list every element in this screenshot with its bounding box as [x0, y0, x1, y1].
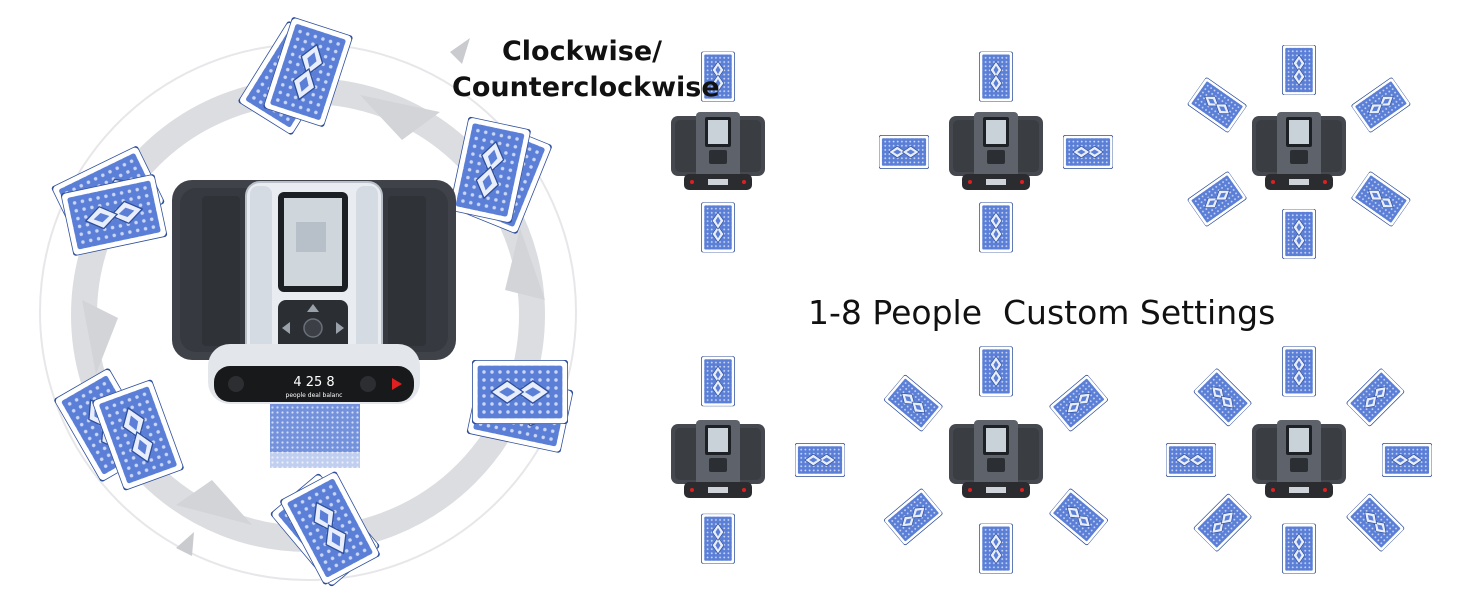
rotation-arrow-icon [450, 38, 470, 64]
card-back-icon [701, 202, 735, 253]
card-back-icon [1048, 487, 1109, 546]
card-back-icon [1382, 443, 1432, 477]
rotation-arrow-icon [176, 480, 252, 525]
card-back-icon [1282, 209, 1316, 259]
card-back-icon [1166, 443, 1216, 477]
card-dealer-device-icon [1252, 112, 1346, 190]
card-back-icon [472, 360, 568, 424]
rotation-arrow-icon [505, 228, 545, 300]
card-back-icon [1282, 346, 1316, 397]
card-back-icon [1345, 367, 1406, 428]
layout-4-players [879, 51, 1113, 253]
layout-7-players [883, 346, 1109, 574]
card-back-icon [1192, 367, 1253, 428]
card-back-icon [879, 135, 929, 169]
card-back-icon [979, 51, 1013, 102]
card-back-icon [279, 470, 381, 586]
card-back-icon [1192, 492, 1253, 553]
card-back-icon [701, 356, 735, 407]
card-back-icon [1186, 170, 1248, 228]
card-dealer-device: 4 25 8 people deal balanc [172, 180, 456, 468]
card-back-icon [883, 487, 944, 546]
layout-3-players [671, 356, 845, 564]
display-labels: people deal balanc [286, 392, 343, 399]
card-back-icon [1063, 135, 1113, 169]
layout-6-players [1186, 45, 1412, 259]
card-dealer-device-icon [1252, 420, 1346, 498]
card-dealer-device-icon [671, 420, 765, 498]
card-dealer-device-icon [671, 112, 765, 190]
arrow-right-icon [336, 322, 344, 334]
card-dealer-device-icon [949, 420, 1043, 498]
rotation-caption-line2: Counterclockwise [452, 72, 720, 103]
play-icon [392, 378, 402, 390]
card-dealer-device-icon [949, 112, 1043, 190]
card-back-icon [979, 523, 1013, 574]
card-back-icon [1345, 492, 1406, 553]
card-back-icon [1350, 170, 1412, 228]
card-back-icon [795, 443, 845, 477]
layout-8-players [1166, 346, 1432, 574]
card-back-icon [1186, 76, 1248, 134]
display-counts: 4 25 8 [293, 375, 334, 390]
card-back-icon [1048, 374, 1109, 433]
card-back-icon [1282, 45, 1316, 95]
rotation-diagram: 4 25 8 people deal balanc [39, 16, 577, 588]
settings-caption: 1-8 People Custom Settings [808, 293, 1276, 332]
rotation-arrow-icon [360, 95, 440, 140]
arrow-up-icon [307, 304, 319, 312]
power-icon [303, 318, 323, 338]
card-back-icon [979, 202, 1013, 253]
card-back-icon [883, 374, 944, 433]
rotation-caption-line1: Clockwise/ [501, 36, 663, 67]
card-back-icon [1282, 523, 1316, 574]
device-display [214, 366, 414, 402]
rotation-arrow-icon [176, 532, 194, 556]
card-back-icon [701, 513, 735, 564]
card-back-icon [1350, 76, 1412, 134]
arrow-left-icon [282, 322, 290, 334]
rotation-caption: Clockwise/ Counterclockwise [452, 34, 720, 106]
rotation-arrow-icon [82, 300, 118, 374]
card-back-icon [979, 346, 1013, 397]
card-back-icon [262, 16, 354, 128]
